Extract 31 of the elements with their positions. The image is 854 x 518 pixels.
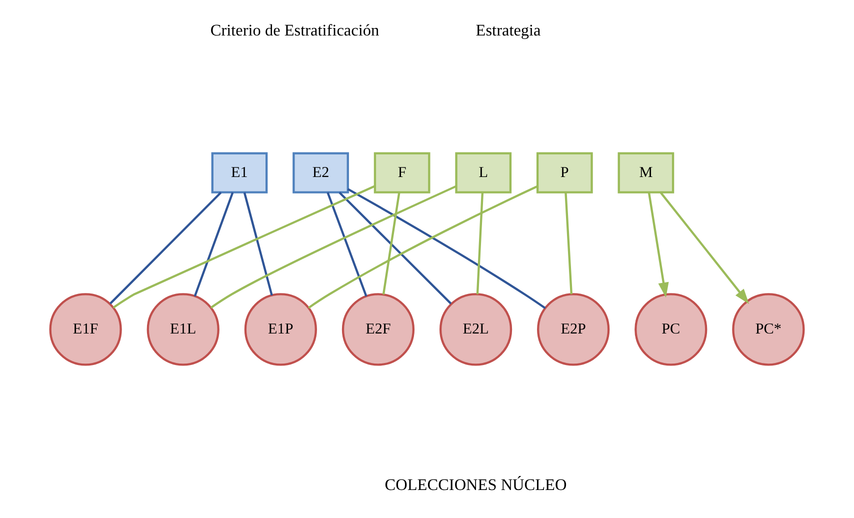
label: COLECCIONES NÚCLEO xyxy=(384,476,567,494)
connector xyxy=(338,192,452,304)
connector xyxy=(564,192,572,294)
arrow xyxy=(648,192,669,298)
node-box: E2 xyxy=(292,152,349,194)
node-circle: E2F xyxy=(342,293,415,366)
node-circle: E1P xyxy=(244,293,317,366)
connector xyxy=(476,192,484,294)
connector xyxy=(210,185,456,309)
node-circle: PC* xyxy=(732,293,805,366)
connector xyxy=(243,192,273,296)
node-box: F xyxy=(374,152,430,194)
node-box: L xyxy=(455,152,512,194)
node-box: E1 xyxy=(211,152,268,194)
node-circle: PC xyxy=(634,293,708,366)
connector xyxy=(382,192,400,295)
node-circle: E1L xyxy=(146,293,220,366)
connector xyxy=(112,185,376,308)
arrow xyxy=(660,192,750,304)
connector xyxy=(110,192,222,304)
connector xyxy=(326,192,368,297)
node-circle: E2L xyxy=(439,293,512,366)
label: Criterio de Estratificación xyxy=(210,22,380,40)
node-circle: E2P xyxy=(537,293,610,366)
node-circle: E1F xyxy=(49,293,122,366)
connector xyxy=(308,185,538,309)
connector xyxy=(347,188,546,310)
node-box: M xyxy=(618,152,674,194)
label: Estrategia xyxy=(476,22,541,40)
connector xyxy=(194,192,234,297)
node-box: P xyxy=(536,152,593,194)
